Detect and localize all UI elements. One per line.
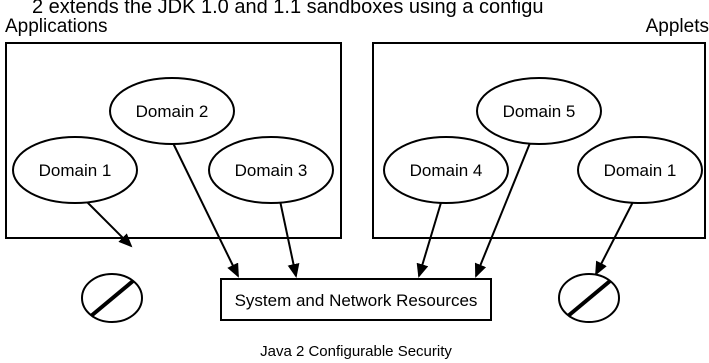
- domain-ellipse: Domain 5: [476, 77, 602, 145]
- arrow-applet-domain1-to-denied: [595, 195, 637, 276]
- domain-label: Domain 5: [503, 102, 576, 121]
- arrows: [80, 142, 637, 278]
- resources-label: System and Network Resources: [235, 291, 478, 310]
- domain-ellipse: Domain 4: [383, 136, 509, 204]
- domain-ellipse: Domain 1: [577, 136, 703, 204]
- domain-label: Domain 1: [39, 161, 112, 180]
- access-denied-icon: [81, 273, 143, 323]
- domain-label: Domain 2: [136, 102, 209, 121]
- arrow-app-domain1-to-denied: [80, 195, 133, 248]
- header-text: 2 extends the JDK 1.0 and 1.1 sandboxes …: [32, 0, 543, 18]
- domain-ellipse: Domain 2: [109, 77, 235, 145]
- arrow-applet-domain4-to-resources: [416, 195, 444, 278]
- resources-box: [220, 278, 492, 321]
- caption: Java 2 Configurable Security: [260, 343, 452, 360]
- applets-label: Applets: [646, 16, 709, 37]
- arrow-app-domain3-to-resources: [278, 195, 300, 278]
- arrow-app-domain2-to-resources: [172, 142, 239, 278]
- domain-label: Domain 3: [235, 161, 308, 180]
- domain-label: Domain 4: [410, 161, 483, 180]
- access-denied-icon: [558, 273, 620, 323]
- domain-ellipse: Domain 3: [208, 136, 334, 204]
- domain-ellipse: Domain 1: [12, 136, 138, 204]
- applications-label: Applications: [5, 16, 107, 37]
- arrow-applet-domain5-to-resources: [474, 142, 531, 278]
- domain-label: Domain 1: [604, 161, 677, 180]
